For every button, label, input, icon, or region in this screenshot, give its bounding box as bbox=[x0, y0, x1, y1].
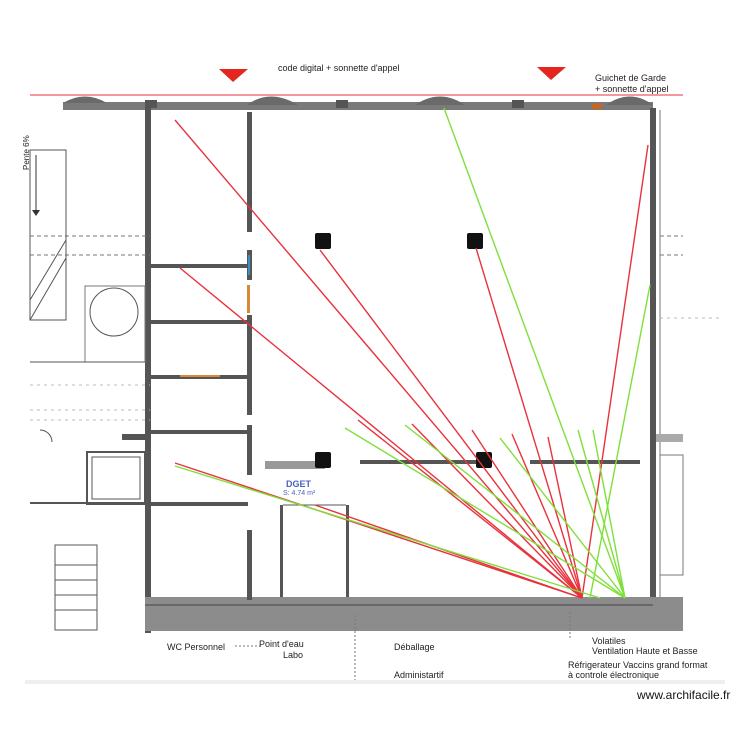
right-hatch bbox=[656, 434, 683, 442]
camera-marker bbox=[467, 233, 483, 249]
ramp-arrow-head bbox=[32, 210, 40, 216]
top-wall-arch bbox=[606, 96, 653, 105]
red-sight-line bbox=[357, 419, 583, 599]
top-wall bbox=[63, 102, 653, 110]
partition-vertical bbox=[247, 425, 252, 475]
right-room-box bbox=[659, 454, 684, 576]
red-sight-line bbox=[581, 144, 649, 599]
door-mark bbox=[248, 255, 250, 275]
lift-inner bbox=[91, 456, 141, 500]
refrigerateur-label-1: Réfrigerateur Vaccins grand format bbox=[568, 660, 708, 670]
ramp-hatch bbox=[29, 257, 67, 321]
door-arc bbox=[39, 429, 53, 443]
red-sight-line bbox=[319, 249, 583, 599]
red-sight-line bbox=[511, 433, 583, 599]
wall-block bbox=[122, 434, 146, 440]
bottom-wall-right bbox=[653, 597, 683, 631]
footer-band bbox=[25, 680, 725, 684]
left-wall bbox=[145, 108, 151, 633]
volatiles-label: Volatiles bbox=[592, 636, 626, 646]
partition-horizontal bbox=[151, 430, 248, 434]
top-wall-arch bbox=[415, 96, 465, 105]
camera-marker bbox=[476, 452, 492, 468]
top-code-label: code digital + sonnette d'appel bbox=[278, 63, 400, 73]
red-sight-line bbox=[475, 247, 583, 599]
dget-wall bbox=[280, 505, 283, 597]
red-sight-line bbox=[174, 119, 583, 599]
door-mark bbox=[247, 285, 250, 313]
partition-middle bbox=[360, 460, 490, 464]
ramp-hatch bbox=[29, 239, 67, 301]
ventilation-label: Ventilation Haute et Basse bbox=[592, 646, 698, 656]
wc-label: WC Personnel bbox=[167, 642, 226, 652]
door-mark bbox=[180, 375, 220, 377]
room-name-label: DGET bbox=[286, 479, 312, 489]
partition-horizontal bbox=[151, 264, 248, 268]
counter bbox=[265, 461, 325, 469]
red-sight-line bbox=[471, 429, 583, 599]
top-wall-post bbox=[512, 100, 524, 108]
top-wall-post bbox=[336, 100, 348, 108]
entrance-marker-left bbox=[219, 69, 248, 82]
administratif-label: Administartif bbox=[394, 670, 444, 680]
green-sight-line bbox=[499, 437, 626, 599]
camera-marker bbox=[315, 233, 331, 249]
round-table bbox=[89, 287, 139, 337]
pente-label: Pente 6% bbox=[22, 135, 31, 170]
partition-middle bbox=[530, 460, 640, 464]
green-sight-line bbox=[577, 429, 626, 599]
top-guichet-label-2: + sonnette d'appel bbox=[595, 84, 669, 94]
refrigerateur-label-2: à controle électronique bbox=[568, 670, 660, 680]
lift bbox=[86, 451, 146, 505]
stair bbox=[54, 544, 98, 631]
left-room-frame bbox=[84, 285, 146, 363]
red-sight-line bbox=[174, 462, 583, 599]
room-area-label: S: 4.74 m² bbox=[283, 490, 316, 497]
point-eau-label-1: Point d'eau bbox=[259, 639, 304, 649]
green-sight-line bbox=[404, 424, 626, 599]
point-eau-label-2: Labo bbox=[283, 650, 304, 660]
guichet-mark bbox=[592, 104, 602, 109]
bottom-wall bbox=[145, 597, 653, 631]
green-sight-line bbox=[443, 107, 626, 599]
partition-vertical bbox=[247, 530, 252, 600]
partition-horizontal bbox=[151, 502, 248, 506]
top-wall-arch bbox=[247, 96, 298, 105]
partition-vertical bbox=[247, 315, 252, 415]
entrance-marker-right bbox=[537, 67, 566, 80]
dget-wall bbox=[346, 505, 349, 597]
green-sight-line bbox=[344, 427, 626, 599]
deballage-label: Déballage bbox=[394, 642, 435, 652]
right-wall bbox=[650, 108, 656, 598]
camera-marker bbox=[315, 452, 331, 468]
top-wall-post bbox=[145, 100, 157, 108]
red-sight-line bbox=[547, 436, 583, 599]
red-sight-line bbox=[179, 267, 583, 599]
watermark-link[interactable]: www.archifacile.fr bbox=[637, 688, 731, 702]
partition-vertical bbox=[247, 112, 252, 232]
top-guichet-label-1: Guichet de Garde bbox=[595, 73, 667, 83]
ramp bbox=[29, 149, 67, 321]
partition-horizontal bbox=[151, 320, 248, 324]
top-wall-arch bbox=[63, 96, 107, 103]
green-sight-line bbox=[174, 465, 601, 599]
green-sight-line bbox=[592, 429, 626, 599]
green-sight-line bbox=[589, 284, 651, 599]
